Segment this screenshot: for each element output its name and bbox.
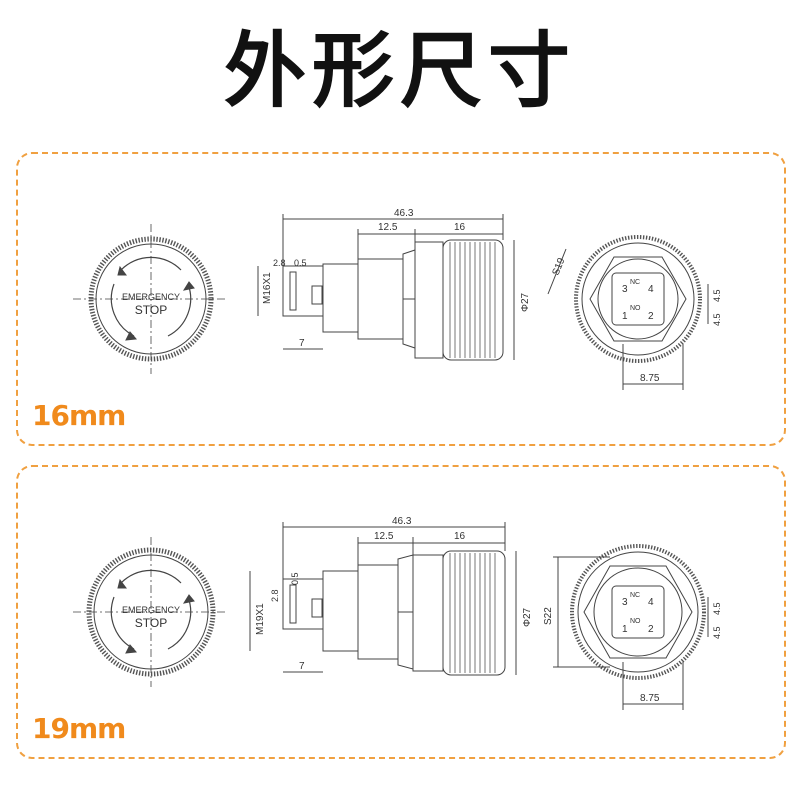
pin-3: 3 xyxy=(622,284,628,295)
dim-thread: M16X1 xyxy=(262,272,273,304)
pin-code-nc: NC xyxy=(630,279,640,286)
dim-width: 8.75 xyxy=(640,693,660,704)
page-title: 外形尺寸 xyxy=(223,24,576,119)
dim-pitch-a: 4.5 xyxy=(712,602,722,615)
dim-mid: 12.5 xyxy=(378,222,398,233)
pin-code-no: NO xyxy=(630,305,641,312)
dim-pin-len: 7 xyxy=(299,661,305,672)
size-label-19mm: 19mm xyxy=(32,712,126,745)
button-back-view xyxy=(553,544,709,710)
dim-pin-h: 2.8 xyxy=(270,589,280,602)
button-text-line1: EMERGENCY xyxy=(122,605,180,615)
pin-4: 4 xyxy=(648,597,654,608)
size-label-16mm: 16mm xyxy=(32,399,126,432)
button-side-view xyxy=(257,214,515,361)
drawing-16mm: EMERGENCY STOP 46.3 12.5 16 0.5 2.8 M16X… xyxy=(73,208,722,390)
button-text-line1: EMERGENCY xyxy=(122,292,180,302)
pin-2: 2 xyxy=(648,624,654,635)
panel-19mm: EMERGENCY STOP 46.3 12.5 16 0.5 2.8 M19X… xyxy=(16,465,786,759)
button-side-view xyxy=(249,522,517,676)
button-text-line2: STOP xyxy=(135,616,167,630)
dim-pitch-b: 4.5 xyxy=(712,626,722,639)
button-back-view xyxy=(547,235,709,390)
dim-dia: Φ27 xyxy=(522,607,533,627)
dim-pin-len: 7 xyxy=(299,338,305,349)
dim-nut: S22 xyxy=(543,607,554,625)
button-front-view xyxy=(73,537,228,687)
dim-dia: Φ27 xyxy=(520,292,531,312)
button-text-line2: STOP xyxy=(135,303,167,317)
pin-code-nc: NC xyxy=(630,592,640,599)
dim-pin-gap: 0.5 xyxy=(290,572,300,585)
pin-2: 2 xyxy=(648,311,654,322)
dim-pitch-b: 4.5 xyxy=(712,313,722,326)
dim-pitch-a: 4.5 xyxy=(712,289,722,302)
dim-width: 8.75 xyxy=(640,373,660,384)
pin-1: 1 xyxy=(622,624,628,635)
dim-nut: S19 xyxy=(551,256,568,277)
pin-4: 4 xyxy=(648,284,654,295)
dim-mid: 12.5 xyxy=(374,531,394,542)
pin-1: 1 xyxy=(622,311,628,322)
dim-head: 16 xyxy=(454,222,466,233)
dim-overall: 46.3 xyxy=(392,516,412,527)
dim-pin-h: 2.8 xyxy=(273,258,286,268)
dim-pin-gap: 0.5 xyxy=(294,258,307,268)
dim-thread: M19X1 xyxy=(255,603,266,635)
pin-3: 3 xyxy=(622,597,628,608)
dim-overall: 46.3 xyxy=(394,208,414,219)
drawing-19mm: EMERGENCY STOP 46.3 12.5 16 0.5 2.8 M19X… xyxy=(73,516,722,710)
pin-code-no: NO xyxy=(630,618,641,625)
dim-head: 16 xyxy=(454,531,466,542)
panel-16mm: EMERGENCY STOP 46.3 12.5 16 0.5 2.8 M16X… xyxy=(16,152,786,446)
button-front-view xyxy=(73,224,228,374)
